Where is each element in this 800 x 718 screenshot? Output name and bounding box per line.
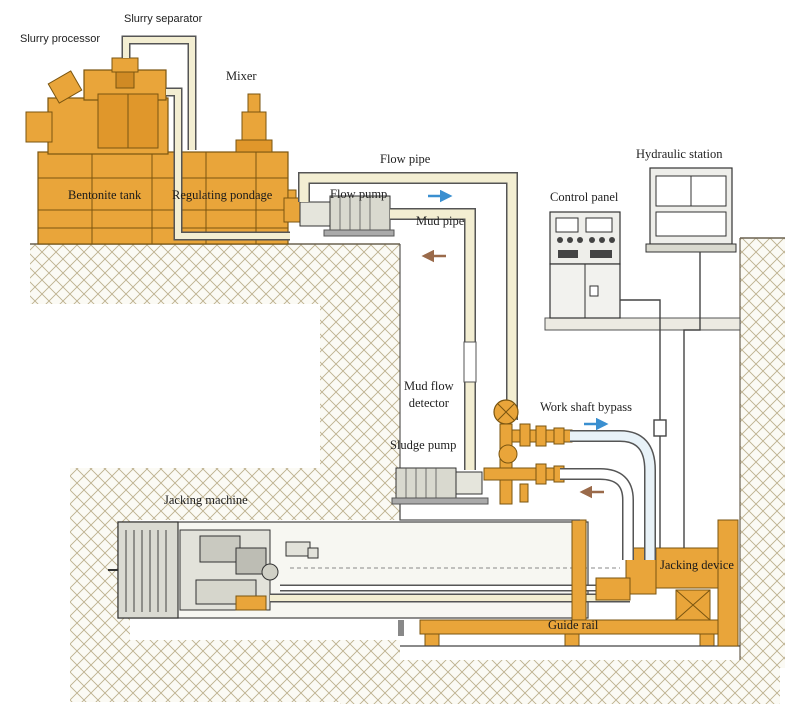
label-jacking-device: Jacking device: [660, 558, 734, 572]
sludge-to-tunnel-pipe: [399, 504, 580, 521]
flow-pipe: [298, 172, 518, 420]
bypass-hoses: [560, 430, 656, 560]
label-flow-pipe: Flow pipe: [380, 152, 431, 166]
control-panel: [549, 211, 621, 319]
label-hydraulic-station: Hydraulic station: [636, 147, 723, 161]
label-slurry-processor: Slurry processor: [20, 33, 101, 45]
label-jacking-machine: Jacking machine: [164, 493, 248, 507]
sludge-pump: [391, 467, 489, 505]
label-work-shaft-bypass: Work shaft bypass: [540, 400, 633, 414]
hydraulic-station: [645, 167, 737, 253]
label-mud-flow-detector-line2: detector: [408, 396, 449, 410]
control-cables: [620, 252, 701, 548]
label-mud-pipe: Mud pipe: [416, 214, 465, 228]
control-panel-platform: [544, 317, 741, 331]
label-slurry-separator: Slurry separator: [124, 13, 203, 25]
bypass-manifold: [483, 423, 573, 505]
label-regulating-pondage: Regulating pondage: [172, 188, 273, 202]
plant-pipes: [121, 35, 290, 241]
jacking-machine: [108, 521, 319, 619]
label-mud-flow-detector: Mud flow detector: [404, 378, 454, 412]
label-mixer: Mixer: [226, 69, 257, 83]
label-sludge-pump: Sludge pump: [390, 438, 457, 452]
label-mud-flow-detector-line1: Mud flow: [404, 379, 454, 393]
soil-ground: [30, 237, 785, 704]
label-bentonite-tank: Bentonite tank: [68, 188, 142, 202]
mud-flow-detector: [493, 399, 519, 425]
jacking-device: [571, 519, 739, 647]
guide-rail: [398, 619, 740, 647]
mud-pipe: [390, 208, 477, 470]
label-guide-rail: Guide rail: [548, 618, 599, 632]
flow-arrows: [421, 189, 609, 499]
label-control-panel: Control panel: [550, 190, 619, 204]
surface-plant: [25, 57, 289, 245]
label-flow-pump: Flow pump: [330, 187, 388, 201]
